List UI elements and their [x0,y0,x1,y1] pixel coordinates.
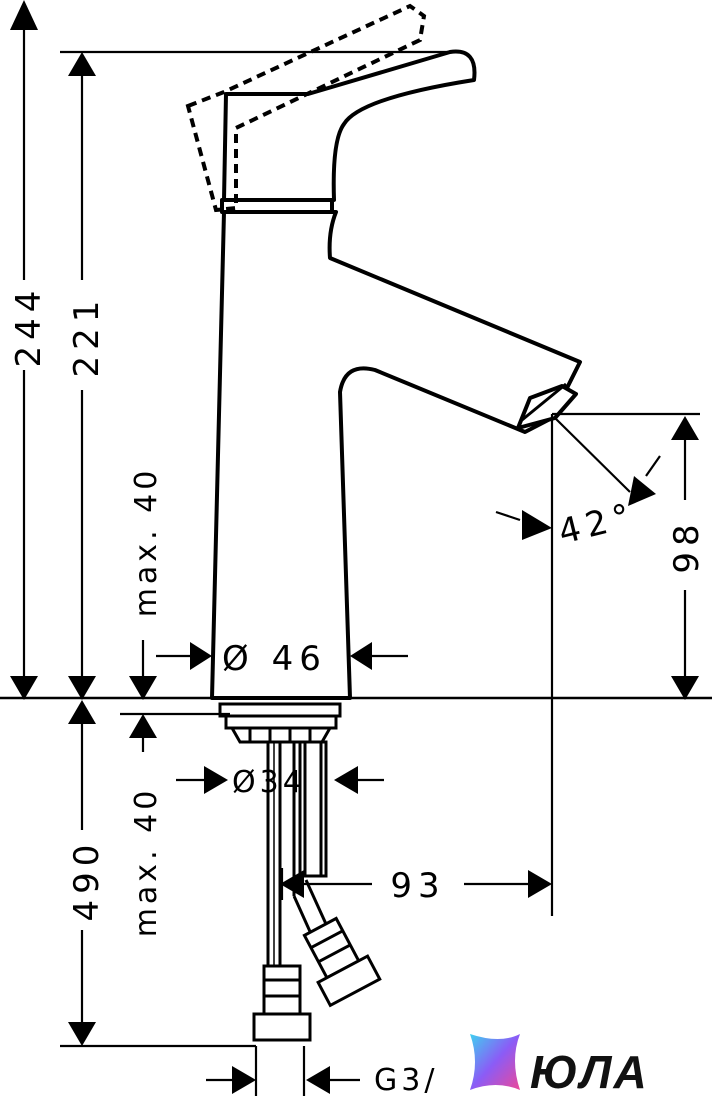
watermark-logo: ЮЛА [470,1034,649,1098]
dimension-lines [22,30,700,1096]
dim-overall-height: 244 [9,285,49,368]
dim-body-diameter: Ø 46 [222,639,327,679]
dim-spray-angle: 42° [555,495,641,553]
dim-spout-reach: 93 [390,866,445,906]
faucet-body [210,49,582,700]
handle-open-position-outline [185,3,427,213]
dim-connection-thread: G3/ [374,1063,438,1098]
mounting-hardware [218,702,342,744]
dim-deck-thickness: max. 40 [129,787,164,938]
dim-spout-height: 221 [67,295,107,378]
dimension-arrowheads [10,0,699,1094]
hose-angled [292,742,382,1008]
threaded-stud [298,740,328,878]
sparkle-logo-icon [470,1034,520,1090]
hose-straight [252,742,312,1042]
watermark-brand-text: ЮЛА [530,1046,649,1098]
dim-handle-clearance: max. 40 [129,467,164,618]
dim-spout-outlet-height: 98 [667,518,707,573]
dim-hose-length: 490 [67,839,107,922]
dim-mount-hole-diameter: Ø34 [232,765,306,800]
